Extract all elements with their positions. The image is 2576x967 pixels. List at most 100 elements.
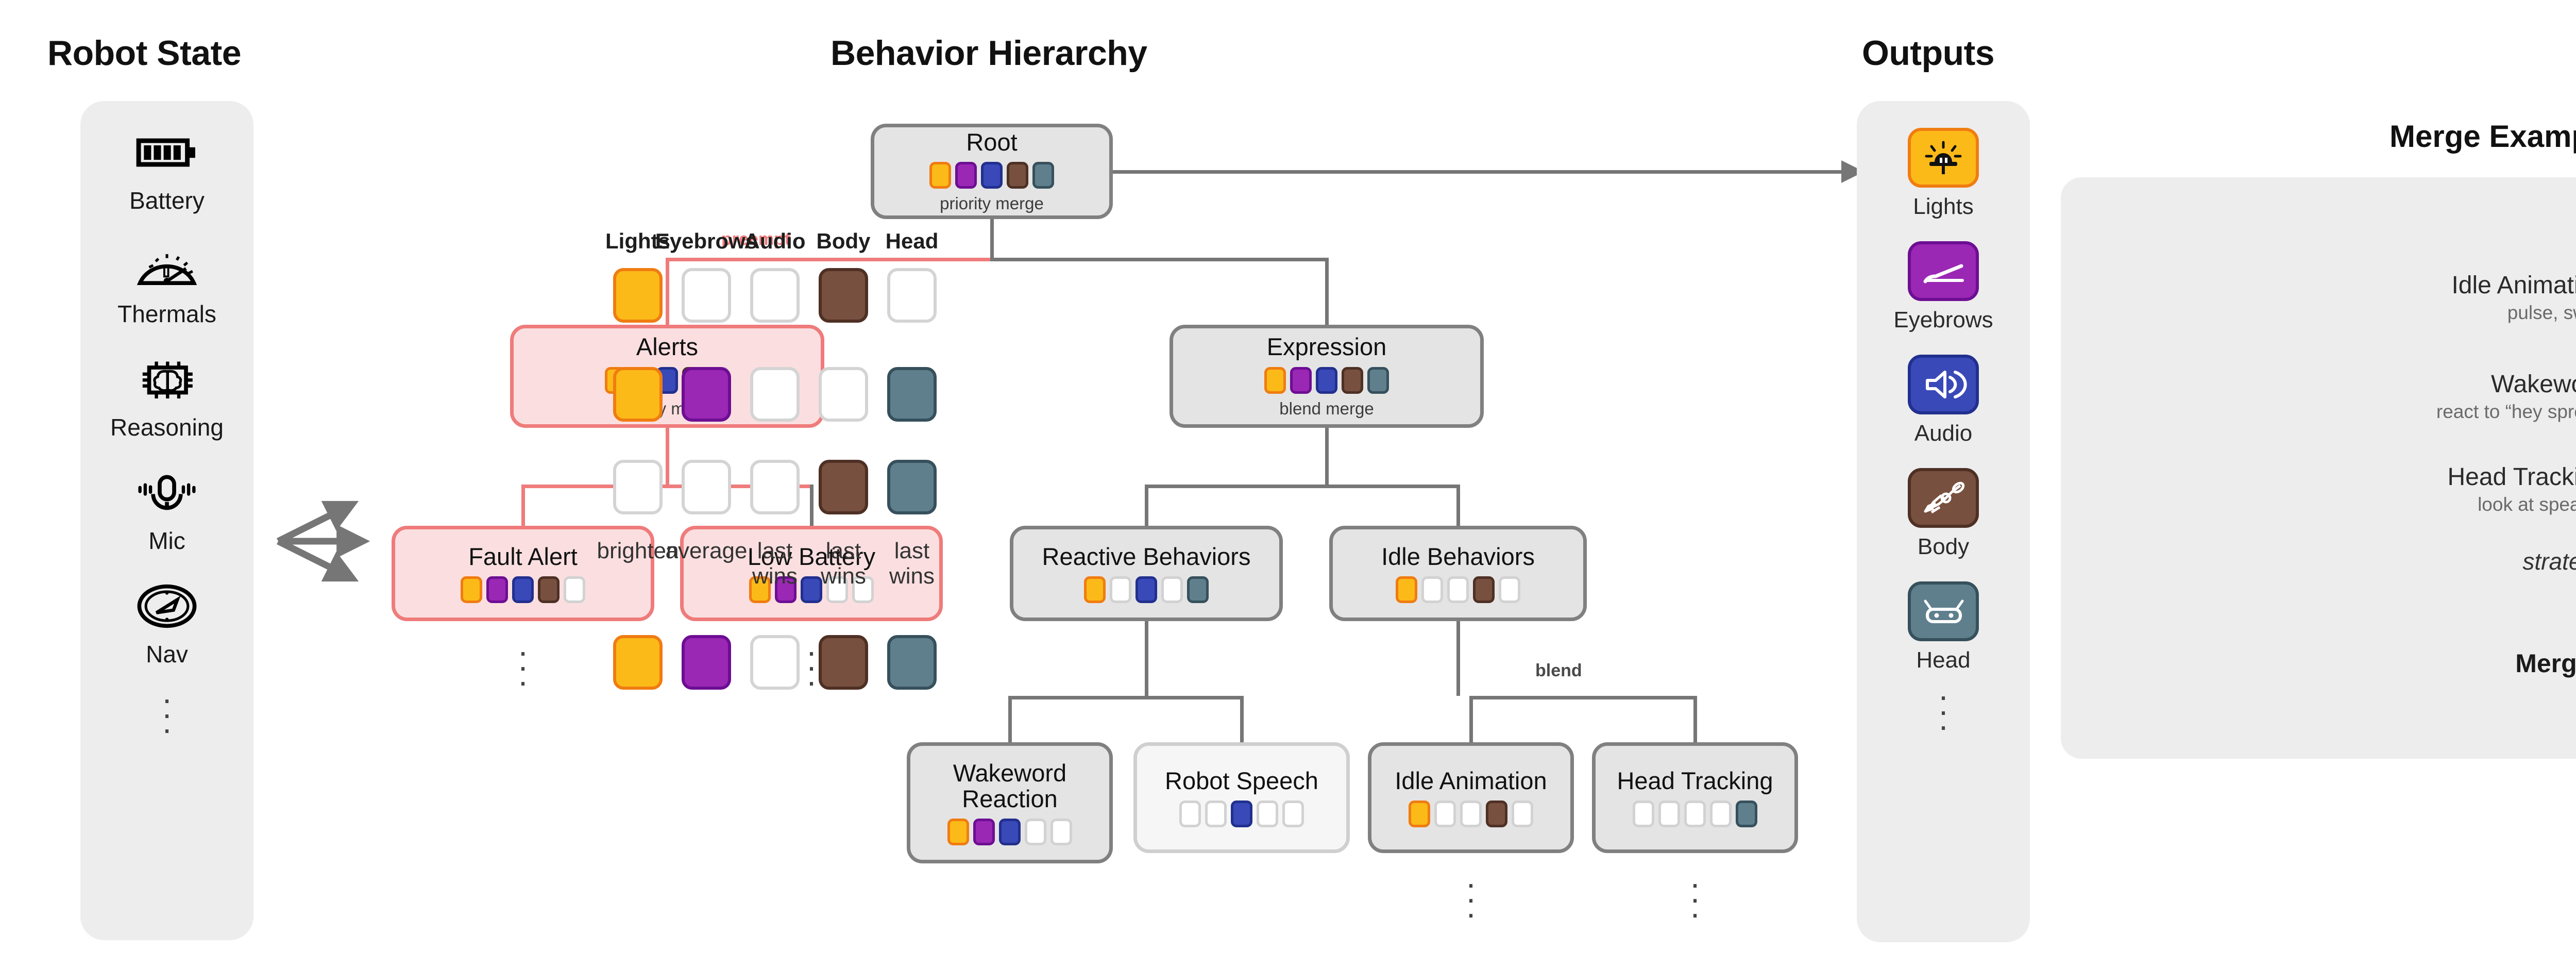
merged-cell-lights (613, 635, 663, 690)
tree-node-wakeword[interactable]: Wakeword Reaction (907, 742, 1113, 863)
output-item-eyebrows[interactable]: Eyebrows (1893, 241, 1993, 333)
swatch-eyebrows (1290, 366, 1312, 394)
swatch-head (1032, 162, 1054, 189)
node-title: Robot Speech (1165, 766, 1318, 794)
root-outputs-arrow-line (1113, 170, 1870, 174)
swatch-empty (564, 576, 585, 604)
node-title: Alerts (636, 333, 699, 361)
alerts-bus-vertical (665, 428, 669, 485)
speaker-icon (1908, 355, 1979, 414)
tree-node-reactive[interactable]: Reactive Behaviors (1010, 526, 1283, 621)
merge-cell-empty (750, 460, 800, 514)
swatch-audio (981, 162, 1003, 189)
state-item-nav[interactable]: Nav (136, 579, 198, 668)
state-item-thermals[interactable]: Thermals (117, 239, 216, 328)
output-item-audio[interactable]: Audio (1908, 355, 1979, 446)
swatch-audio (999, 819, 1021, 846)
merged-cell-empty (750, 635, 800, 690)
idle-bus-horizontal (1469, 696, 1697, 699)
merged-label: Merged (2515, 649, 2576, 678)
reactive-wakeword-drop (1008, 696, 1012, 742)
node-merge-strategy: blend merge (1279, 398, 1374, 418)
swatch-eyebrows (775, 576, 796, 604)
tree-node-speech[interactable]: Robot Speech (1133, 742, 1350, 853)
merge-cell-eyebrows (682, 367, 731, 422)
swatch-lights (929, 162, 951, 189)
tree-node-lowbat[interactable]: Low Battery (680, 526, 943, 621)
node-swatch-row (947, 819, 1072, 846)
state-item-reasoning[interactable]: Reasoning (110, 353, 224, 441)
output-item-lights[interactable]: Lights (1908, 128, 1979, 220)
swatch-empty (1161, 576, 1183, 604)
merged-cell-body (819, 635, 868, 690)
merge-cell-lights (613, 268, 663, 323)
swatch-lights (1264, 366, 1286, 394)
state-item-mic[interactable]: Mic (136, 466, 198, 555)
merge-cell-lights (613, 367, 663, 422)
state-item-label: Nav (146, 641, 188, 668)
tree-node-fault[interactable]: Fault Alert (392, 526, 654, 621)
swatch-body (1473, 576, 1495, 604)
robot-head-icon (1908, 581, 1979, 641)
output-item-head[interactable]: Head (1908, 581, 1979, 673)
tree-node-idleanim[interactable]: Idle Animation (1368, 742, 1574, 853)
node-title: Fault Alert (468, 542, 578, 570)
idle-headtracking-drop (1693, 696, 1697, 742)
root-expression-vertical-stub (990, 219, 994, 258)
merge-col-header: Head (885, 229, 939, 253)
microphone-icon (136, 466, 198, 520)
merged-cell-eyebrows (682, 635, 731, 690)
swatch-empty (1710, 801, 1732, 828)
node-swatch-row (1396, 576, 1520, 604)
node-title: Wakeword Reaction (953, 759, 1067, 812)
state-item-label: Thermals (117, 301, 216, 327)
tree-node-idle[interactable]: Idle Behaviors (1329, 526, 1587, 621)
tree-node-headtrack[interactable]: Head Tracking (1592, 742, 1798, 853)
swatch-audio (1136, 576, 1157, 604)
idle-bus-vertical (1456, 621, 1460, 696)
reactive-speech-drop (1240, 696, 1244, 742)
swatch-head (1367, 366, 1389, 394)
battery-icon (136, 126, 198, 179)
strategy-value: last wins (889, 538, 935, 589)
merge-row-subtitle: react to “hey sprout” (2436, 401, 2576, 422)
swatch-empty (1205, 801, 1227, 828)
output-item-label: Audio (1914, 421, 1973, 446)
merge-col-header: Audio (744, 229, 806, 253)
merge-col-header: Lights (605, 229, 670, 253)
swatch-audio (1231, 801, 1252, 828)
merge-cell-empty (682, 460, 731, 514)
swatch-empty (1447, 576, 1469, 604)
merge-example-title: Merge Example (2389, 119, 2576, 154)
swatch-empty (1658, 801, 1680, 828)
output-item-body[interactable]: Body (1908, 468, 1979, 560)
node-title: Idle Animation (1395, 766, 1547, 794)
merge-row-subtitle: pulse, sway (2507, 302, 2576, 323)
robot-state-title: Robot State (47, 34, 242, 73)
swatch-empty (1025, 819, 1046, 846)
beacon-light-icon (1908, 128, 1979, 188)
merge-col-header: Body (816, 229, 871, 253)
swatch-audio (512, 576, 534, 604)
merge-cell-body (819, 460, 868, 514)
expression-idle-drop (1456, 485, 1460, 526)
swatch-empty (1684, 801, 1706, 828)
merge-cell-empty (750, 367, 800, 422)
merge-row: Head Trackinglook at speaker (613, 460, 2576, 522)
merge-row: Idle Animation pulse, sway (613, 268, 2576, 330)
node-swatch-row (1084, 576, 1209, 604)
node-more-ellipsis: ··· (517, 633, 529, 700)
swatch-head (1736, 801, 1757, 828)
expression-bus-horizontal (1144, 485, 1460, 488)
swatch-lights (1396, 576, 1417, 604)
state-item-battery[interactable]: Battery (129, 126, 205, 214)
alerts-bus-horizontal (521, 485, 814, 488)
blend-edge-label: blend (1535, 661, 1582, 680)
merge-row-name: Idle Animation (2451, 272, 2576, 299)
merge-row-name: Wakeword (2491, 371, 2576, 398)
swatch-empty (1460, 801, 1482, 828)
